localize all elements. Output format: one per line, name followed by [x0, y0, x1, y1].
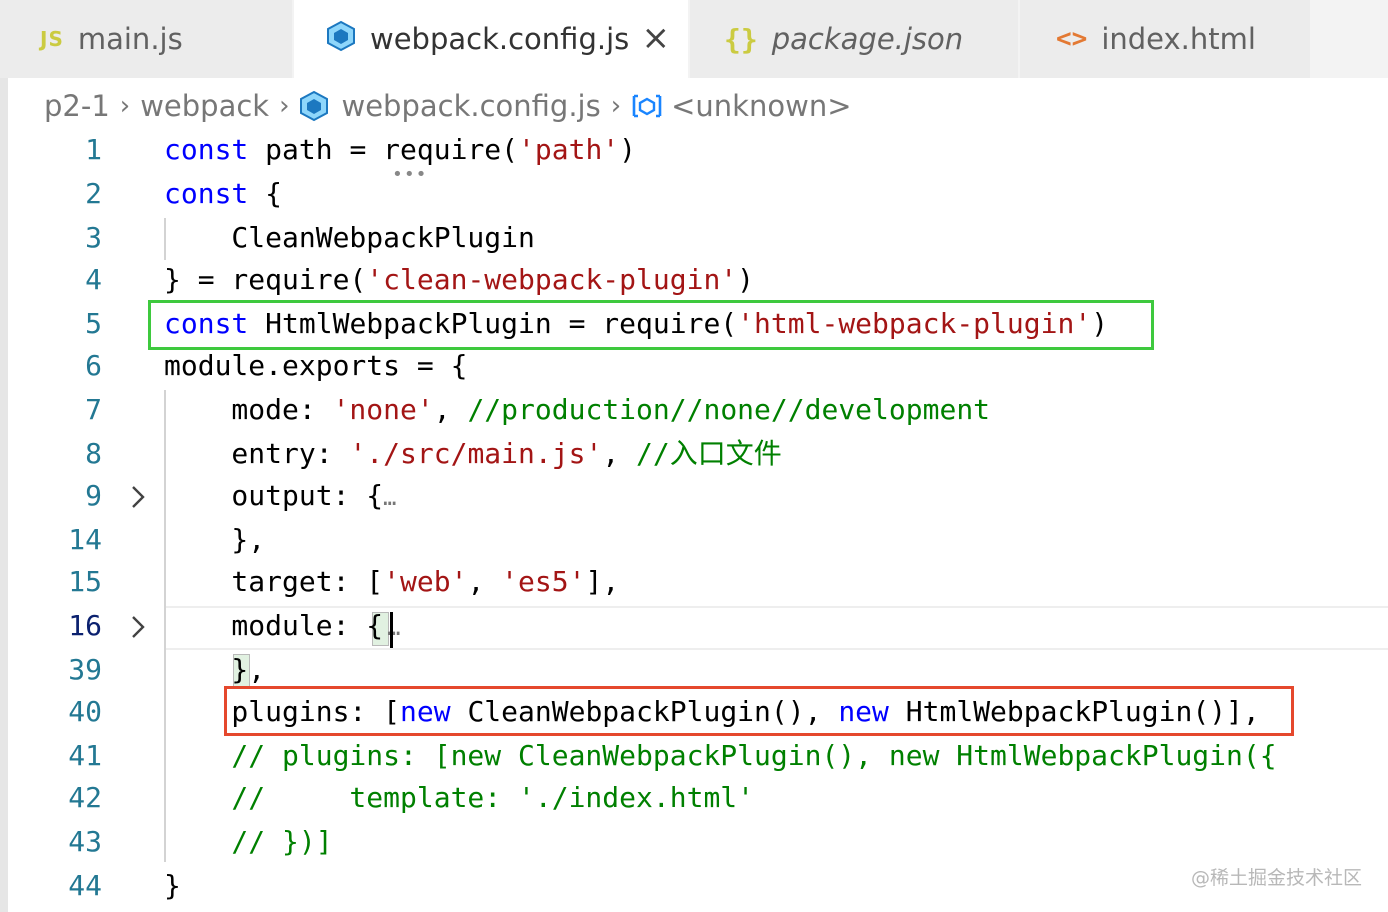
code-line[interactable]: 39 },	[0, 648, 1388, 692]
tab-label: webpack.config.js	[370, 22, 630, 56]
breadcrumb: p2-1 › webpack › webpack.config.js › <un…	[44, 85, 852, 127]
tab-webpack-config[interactable]: webpack.config.js ×	[294, 0, 688, 78]
code-line[interactable]: 4 } = require('clean-webpack-plugin')	[0, 258, 1388, 302]
tab-package-json[interactable]: {} package.json	[690, 0, 1018, 78]
code-line[interactable]: 42 // template: './index.html'	[0, 776, 1388, 820]
code-line[interactable]: 5 const HtmlWebpackPlugin = require('htm…	[0, 302, 1388, 346]
line-number: 6	[85, 349, 102, 382]
chevron-right-icon[interactable]	[128, 484, 148, 515]
chevron-right-icon[interactable]	[128, 614, 148, 645]
line-number: 43	[68, 825, 102, 858]
red-highlight-box	[224, 686, 1294, 736]
line-number: 42	[68, 781, 102, 814]
line-number: 39	[68, 653, 102, 686]
code-line[interactable]: 43 // })]	[0, 820, 1388, 864]
code-line[interactable]: 7 mode: 'none', //production//none//deve…	[0, 388, 1388, 432]
line-number: 1	[85, 133, 102, 166]
tab-label: index.html	[1101, 22, 1256, 56]
line-number: 44	[68, 869, 102, 902]
line-number: 5	[85, 307, 102, 340]
html-brackets-icon: <>	[1056, 24, 1088, 54]
json-braces-icon: {}	[724, 22, 758, 56]
code-line[interactable]: 1 const path = require('path')	[0, 128, 1388, 172]
tab-label: main.js	[77, 22, 183, 56]
close-icon[interactable]: ×	[641, 18, 671, 58]
webpack-cube-icon	[300, 90, 329, 122]
bracket-match-highlight	[372, 612, 389, 646]
line-number: 3	[85, 221, 102, 254]
symbol-variable-icon	[632, 94, 662, 118]
line-number: 2	[85, 177, 102, 210]
line-number: 8	[85, 437, 102, 470]
code-line[interactable]: 3 CleanWebpackPlugin	[0, 216, 1388, 260]
watermark: @稀土掘金技术社区	[1190, 867, 1362, 889]
current-line-highlight	[164, 606, 1388, 650]
code-line[interactable]: 44 }	[0, 864, 1388, 908]
chevron-right-icon: ›	[119, 91, 131, 121]
code-line[interactable]: 16 module: {…	[0, 604, 1388, 648]
line-number: 41	[68, 739, 102, 772]
line-number: 15	[68, 565, 102, 598]
indent-guide	[164, 218, 166, 260]
green-highlight-box	[148, 300, 1154, 350]
webpack-cube-icon	[326, 20, 356, 59]
code-line[interactable]: 8 entry: './src/main.js', //入口文件	[0, 432, 1388, 476]
chevron-right-icon: ›	[279, 91, 290, 121]
chevron-right-icon: ›	[610, 91, 622, 121]
code-line[interactable]: 15 target: ['web', 'es5'],	[0, 560, 1388, 604]
line-number: 40	[68, 695, 102, 728]
js-file-icon: JS	[40, 27, 64, 51]
tab-index-html[interactable]: <> index.html	[1020, 0, 1310, 78]
line-number: 14	[68, 523, 102, 556]
hint-dots-icon: •••	[392, 164, 428, 185]
code-line[interactable]: 40 plugins: [new CleanWebpackPlugin(), n…	[0, 690, 1388, 734]
editor-left-strip	[0, 78, 8, 912]
breadcrumb-item-symbol[interactable]: <unknown>	[671, 89, 852, 123]
tab-bar: JS main.js webpack.config.js × {} packag…	[0, 0, 1388, 78]
code-line[interactable]: 41 // plugins: [new CleanWebpackPlugin()…	[0, 734, 1388, 778]
breadcrumb-item-folder[interactable]: p2-1	[44, 89, 110, 123]
breadcrumb-item-file[interactable]: webpack.config.js	[341, 89, 601, 123]
line-number: 9	[85, 479, 102, 512]
code-line[interactable]: 2 const {	[0, 172, 1388, 216]
code-line[interactable]: 6 module.exports = {	[0, 344, 1388, 388]
tab-label: package.json	[771, 22, 964, 56]
indent-guide	[164, 390, 166, 862]
line-number: 4	[85, 263, 102, 296]
text-cursor	[390, 612, 393, 648]
tab-main-js[interactable]: JS main.js	[0, 0, 292, 78]
breadcrumb-item-folder[interactable]: webpack	[140, 89, 270, 123]
folded-ellipsis-icon: …	[383, 486, 397, 511]
code-line[interactable]: 9 output: {…	[0, 474, 1388, 518]
line-number: 16	[68, 609, 102, 642]
code-line[interactable]: 14 },	[0, 518, 1388, 562]
line-number: 7	[85, 393, 102, 426]
